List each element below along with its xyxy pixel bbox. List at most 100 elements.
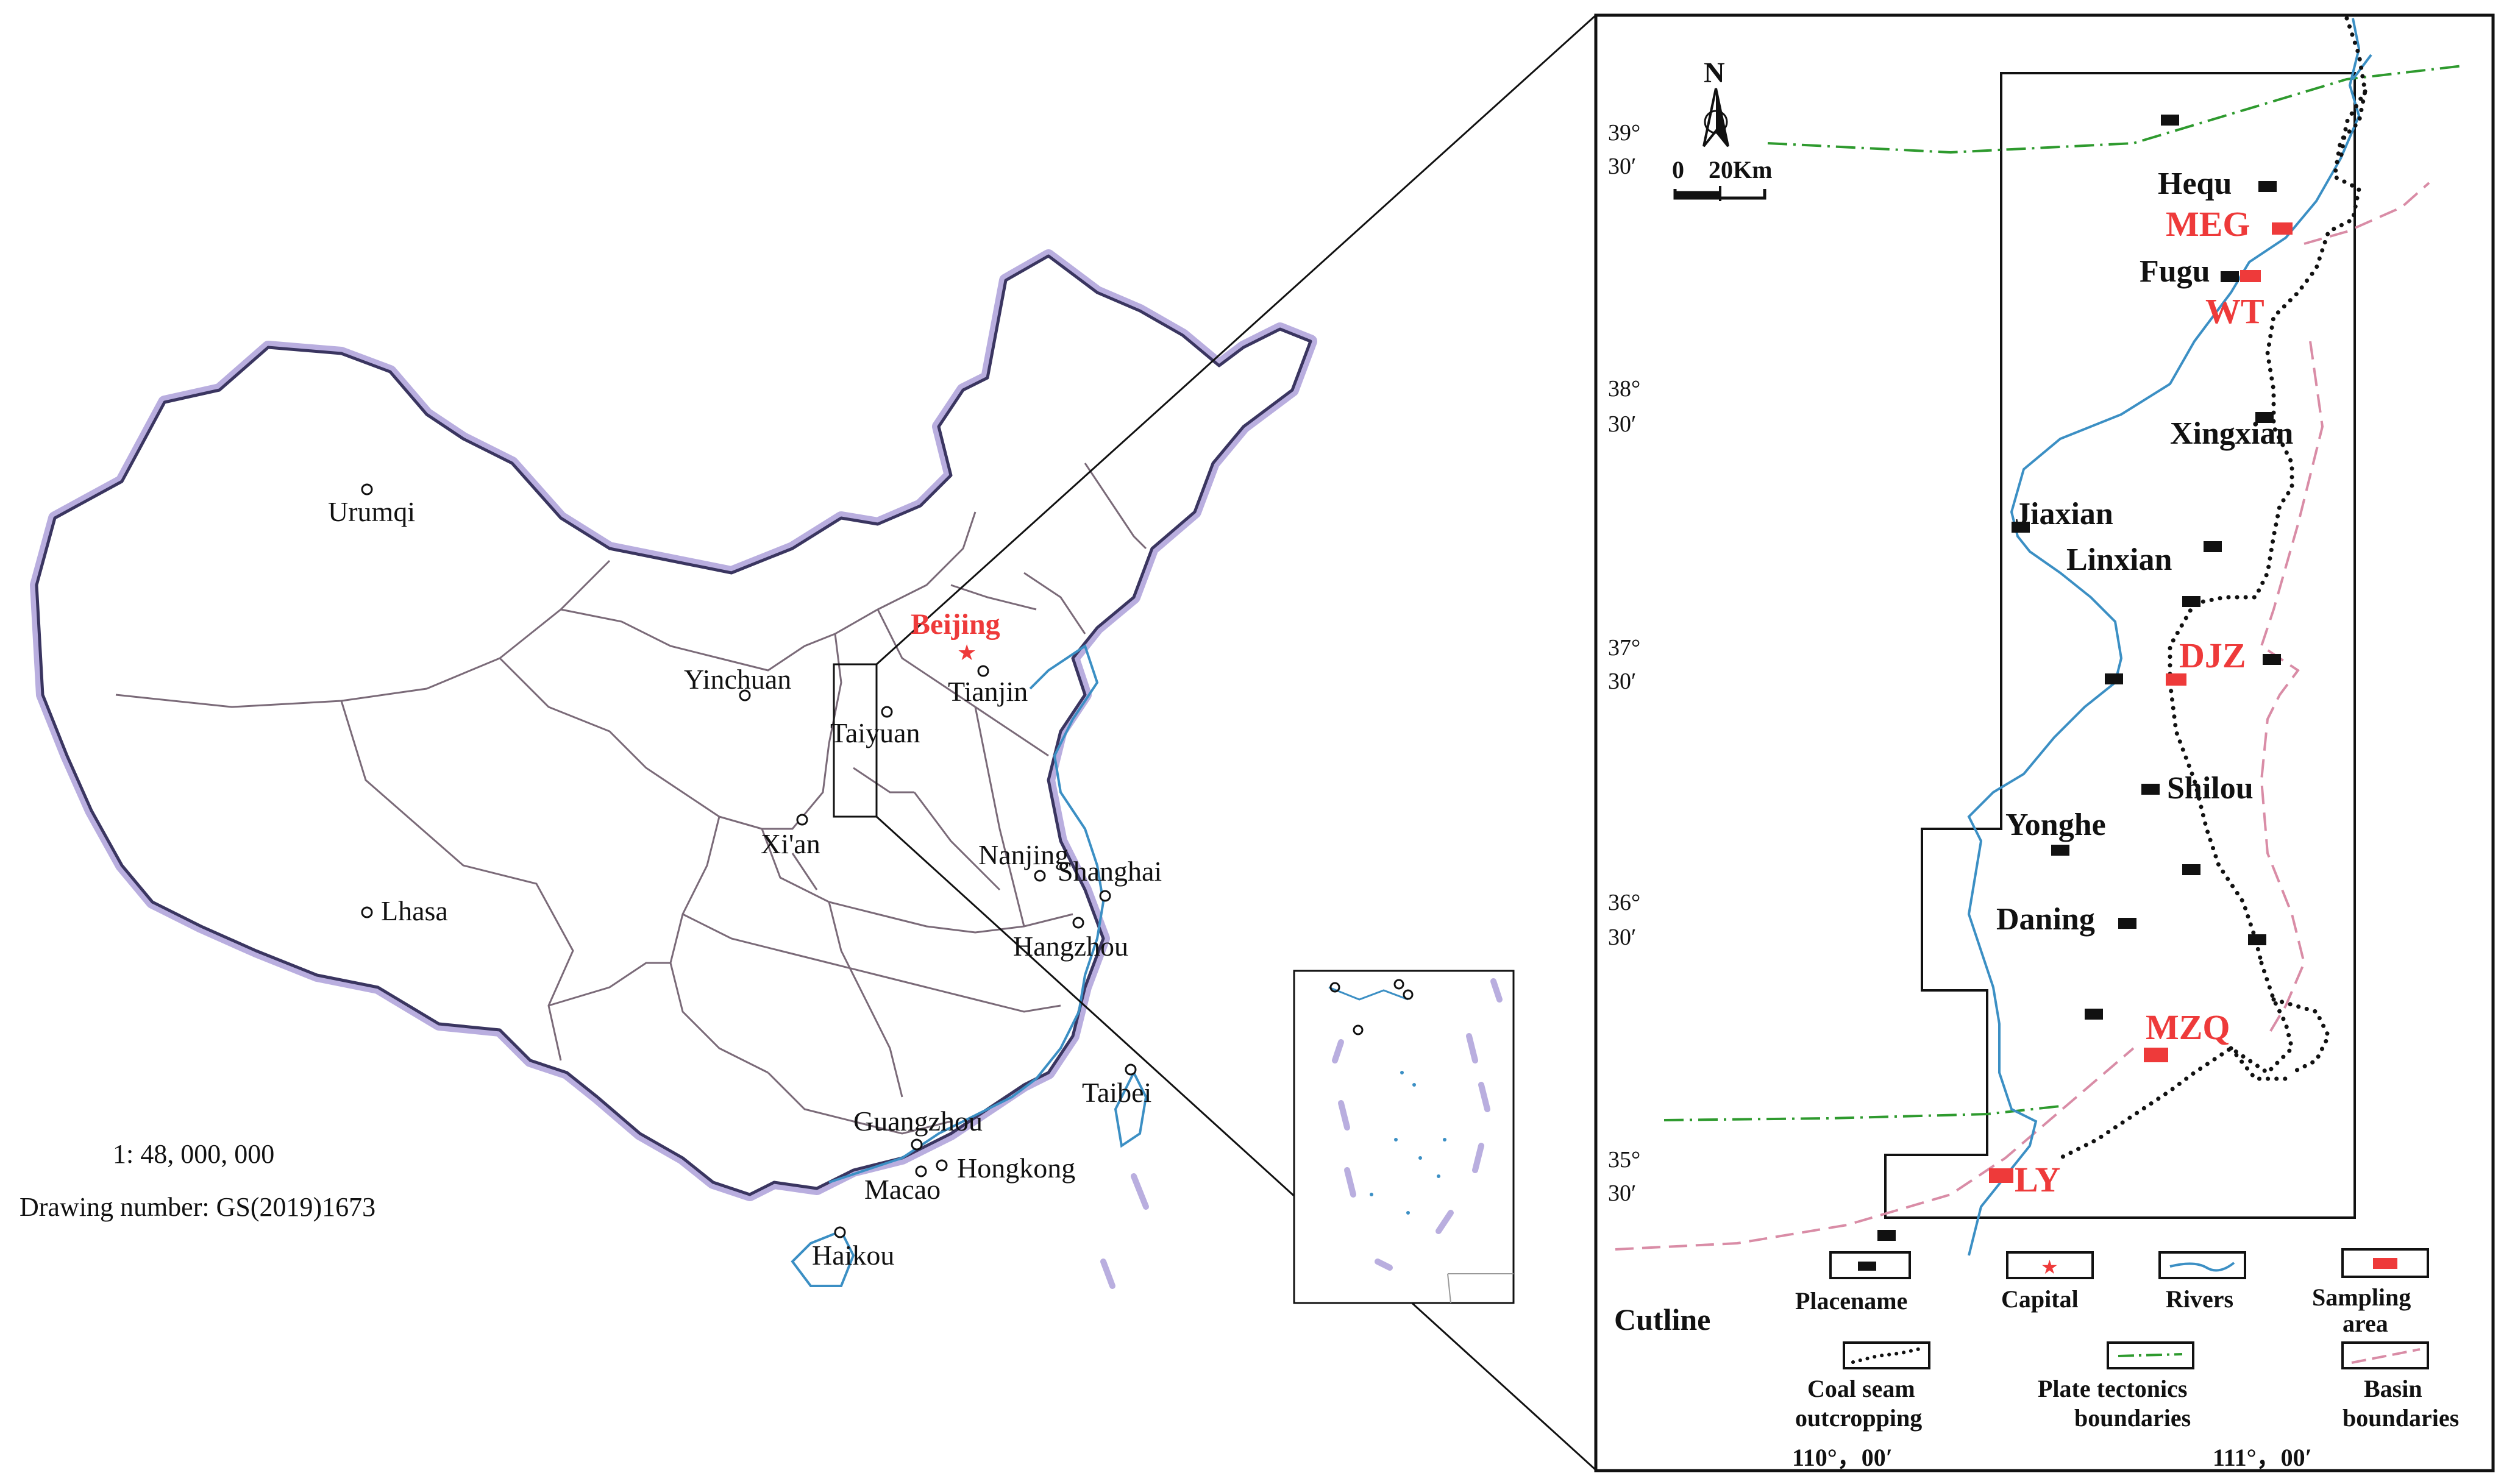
legend-basin-icon	[2351, 1348, 2421, 1364]
legend-plate-icon	[2118, 1353, 2183, 1357]
city-label-nanjing: Nanjing	[978, 839, 1069, 870]
yinchuan-marker	[739, 689, 751, 701]
placename-markers	[1877, 115, 2281, 1241]
lat-37: 37°	[1608, 635, 1640, 661]
placename-label-yonghe: Yonghe	[2005, 808, 2106, 842]
placename-label-daning: Daning	[1996, 902, 2095, 937]
city-label-taiyuan: Taiyuan	[830, 717, 920, 748]
legend-label-basin-1: Basin	[2364, 1375, 2422, 1402]
city-label-yinchuan: Yinchuan	[684, 664, 791, 695]
lat-35: 35°	[1608, 1147, 1640, 1173]
placename-label-jiaxian: Jiaxian	[2015, 497, 2113, 531]
guangzhou-marker	[911, 1138, 923, 1151]
legend-river-icon	[2169, 1262, 2235, 1272]
legend-label-coal-1: Coal seam	[1807, 1375, 1915, 1402]
sampling-label-wt: WT	[2205, 291, 2264, 331]
legend-label-basin-2: boundaries	[2343, 1404, 2459, 1432]
sampling-marker-ly	[1989, 1168, 2013, 1183]
plate-tectonics-lines	[1663, 65, 2463, 1121]
placename-marker	[2118, 918, 2136, 929]
sampling-marker-wt	[2240, 270, 2261, 282]
hongkong-marker	[936, 1159, 948, 1171]
china-map: ★ Beijing Urumqi Yinchuan Tianjin Taiyua…	[20, 14, 1597, 1471]
basin-boundary-lines	[1615, 182, 2430, 1251]
sampling-label-meg: MEG	[2166, 204, 2250, 244]
legend: Cutline Placename ★ Capital Rivers Sampl…	[1614, 1248, 2459, 1432]
inset-frame	[1594, 13, 2495, 1472]
latitude-labels: 39° 30′ 38° 30′ 37° 30′ 36° 30′ 35° 30′	[1608, 120, 1640, 1206]
placename-marker	[2221, 271, 2239, 282]
projection-line-bottom	[875, 815, 1597, 1471]
legend-title: Cutline	[1614, 1302, 1710, 1337]
sampling-marker-mzq	[2144, 1048, 2168, 1062]
projection-line-top	[875, 14, 1597, 666]
placename-label-shilou: Shilou	[2167, 771, 2254, 806]
city-label-tianjin: Tianjin	[948, 676, 1028, 707]
city-label-xian: Xi'an	[761, 828, 820, 859]
placename-marker	[2248, 934, 2266, 945]
sampling-label-djz: DJZ	[2179, 636, 2246, 675]
placename-label-xingxian: Xingxian	[2170, 416, 2293, 451]
china-border	[35, 254, 1312, 1196]
legend-capital-star-icon: ★	[2041, 1255, 2058, 1279]
scale-bar: 0 20Km	[1672, 156, 1772, 201]
legend-label-sampling-1: Sampling	[2312, 1283, 2411, 1311]
legend-swatch-capital	[2006, 1251, 2094, 1279]
placename-marker	[2085, 1009, 2103, 1020]
hangzhou-marker	[1072, 917, 1084, 929]
city-label-guangzhou: Guangzhou	[853, 1106, 983, 1137]
sampling-marker-meg	[2272, 222, 2293, 235]
city-label-macao: Macao	[864, 1174, 941, 1205]
lat-35-min: 30′	[1608, 1180, 1636, 1206]
placename-marker	[2182, 596, 2200, 607]
lhasa-marker	[361, 906, 373, 918]
lon-110: 110°，00′	[1792, 1444, 1893, 1471]
province-boundaries	[115, 463, 1147, 1135]
city-markers	[361, 483, 1137, 1238]
study-area-outline	[1884, 72, 2356, 1219]
haikou-marker	[834, 1226, 846, 1238]
lat-36-min: 30′	[1608, 925, 1636, 950]
legend-label-sampling-2: area	[2343, 1310, 2388, 1337]
macao-marker	[915, 1165, 927, 1177]
legend-label-rivers: Rivers	[2166, 1285, 2233, 1313]
study-area-inset: N 0 20Km 39° 30′ 38° 30′ 37° 30′ 36° 30′…	[1594, 13, 2495, 1472]
urumqi-marker	[361, 483, 373, 495]
study-area-box	[833, 663, 878, 818]
legend-label-coal-2: outcropping	[1795, 1404, 1922, 1432]
beijing-star: ★	[957, 641, 977, 666]
legend-coal-seam-icon	[1851, 1346, 1925, 1364]
placename-marker	[2051, 845, 2069, 856]
lat-36: 36°	[1608, 890, 1640, 915]
legend-sampling-icon	[2373, 1258, 2397, 1269]
north-arrow-icon: N	[1702, 57, 1729, 147]
shanghai-marker	[1099, 890, 1111, 902]
legend-label-plate-1: Plate tectonics	[2038, 1375, 2187, 1402]
tianjin-marker	[977, 665, 989, 677]
placename-marker	[2182, 864, 2200, 875]
lat-39: 39°	[1608, 120, 1640, 146]
scale-bar-label: 0 20Km	[1672, 156, 1772, 183]
city-label-beijing: Beijing	[911, 608, 1000, 641]
placename-marker	[2255, 412, 2274, 423]
south-china-sea-details	[1328, 978, 1514, 1304]
lat-38-min: 30′	[1608, 411, 1636, 437]
placename-label-hequ: Hequ	[2158, 166, 2232, 201]
placename-label-fugu: Fugu	[2140, 254, 2210, 289]
xian-marker	[796, 814, 808, 826]
city-label-lhasa: Lhasa	[381, 895, 448, 926]
lon-111: 111°，00′	[2213, 1444, 2312, 1471]
city-label-urumqi: Urumqi	[328, 496, 415, 527]
legend-placename-icon	[1858, 1262, 1876, 1271]
placename-marker	[2258, 181, 2277, 192]
sampling-markers	[1989, 222, 2293, 1183]
coal-seam-outcropping	[2058, 16, 2368, 1160]
sampling-label-mzq: MZQ	[2146, 1007, 2230, 1047]
placename-marker	[2105, 673, 2123, 684]
city-label-hongkong: Hongkong	[957, 1152, 1075, 1184]
legend-label-placename: Placename	[1795, 1287, 1907, 1315]
taiyuan-marker	[881, 706, 893, 718]
city-label-shanghai: Shanghai	[1058, 856, 1162, 887]
legend-label-capital: Capital	[2001, 1285, 2079, 1313]
